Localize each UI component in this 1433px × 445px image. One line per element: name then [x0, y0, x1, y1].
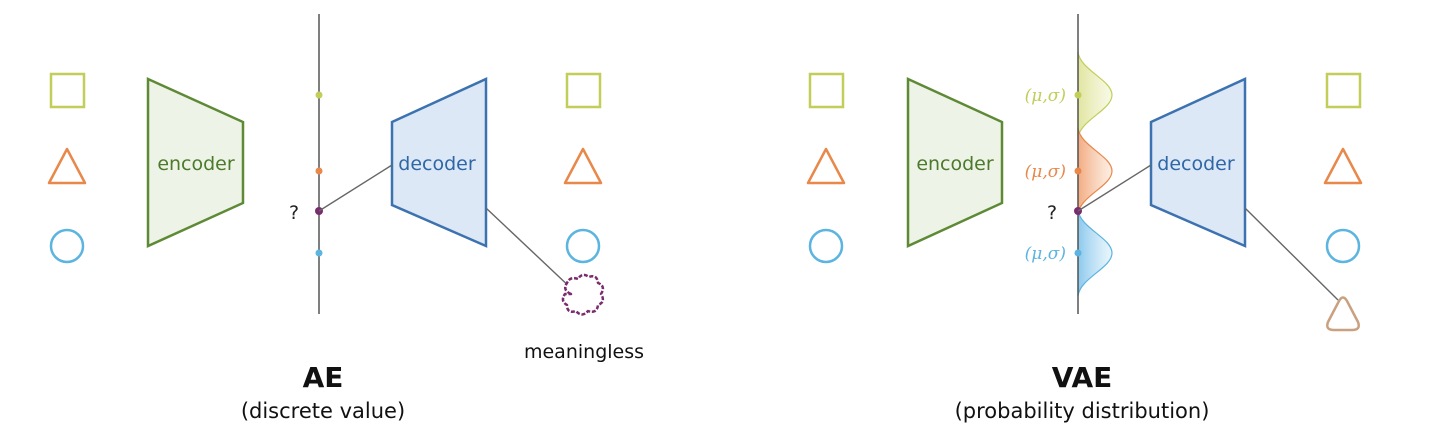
vae-input-square-icon: [808, 72, 845, 109]
ae-decoder-block: [390, 77, 488, 248]
vae-output-square-icon: [1325, 72, 1362, 109]
vae-title: VAE: [1052, 361, 1113, 394]
vae-dist-label-circle: (μ,σ): [1025, 244, 1066, 264]
vae-input-circle-icon: [808, 228, 844, 264]
vae-decoder-label: decoder: [1157, 153, 1235, 175]
vae-dist-label-triangle: (μ,σ): [1025, 162, 1066, 182]
vae-connector-to-decoder: [1077, 164, 1152, 212]
ae-latent-point-square: [315, 91, 323, 99]
ae-connector-to-decoder: [318, 164, 393, 212]
vae-latent-point-square: [1074, 91, 1082, 99]
vae-subtitle: (probability distribution): [955, 399, 1210, 423]
ae-output-triangle-icon: [563, 147, 603, 185]
vae-encoder-block: [906, 77, 1004, 248]
ae-subtitle: (discrete value): [241, 399, 405, 423]
vae-connector-to-output: [1244, 207, 1339, 301]
ae-latent-point-circle: [315, 249, 323, 257]
ae-latent-point-triangle: [315, 167, 323, 175]
ae-title: AE: [303, 361, 344, 394]
ae-input-square-icon: [49, 72, 86, 109]
ae-question-mark: ?: [289, 202, 299, 224]
vae-decoder-block: [1149, 77, 1247, 248]
vae-latent-point-triangle: [1074, 167, 1082, 175]
ae-section: encoder ? decoder meaningless AE (discre…: [47, 14, 644, 423]
vae-encoder-label: encoder: [916, 153, 994, 175]
ae-connector-to-output: [485, 207, 574, 291]
ae-output-circle-icon: [565, 228, 601, 264]
meaningless-blob-icon: [561, 273, 605, 316]
vae-question-mark: ?: [1047, 202, 1057, 224]
vae-input-triangle-icon: [806, 147, 846, 185]
meaningless-label: meaningless: [524, 341, 644, 363]
ae-output-square-icon: [565, 72, 602, 109]
ae-input-triangle-icon: [47, 147, 87, 185]
ae-decoder-label: decoder: [398, 153, 476, 175]
vae-output-triangle-icon: [1323, 147, 1363, 185]
ae-encoder-label: encoder: [157, 153, 235, 175]
vae-latent-point-circle: [1074, 249, 1082, 257]
vae-distribution-triangle: [1077, 127, 1113, 215]
ae-input-circle-icon: [49, 228, 85, 264]
ae-encoder-block: [146, 77, 245, 248]
vae-distribution-circle: [1077, 209, 1113, 297]
vae-distribution-square: [1077, 51, 1113, 139]
vae-generated-triangle-icon: [1326, 296, 1360, 332]
vae-output-circle-icon: [1325, 228, 1361, 264]
vae-dist-label-square: (μ,σ): [1025, 86, 1066, 106]
vae-section: encoder (μ,σ) (μ,σ) (μ,σ) ? decoder VAE …: [806, 14, 1363, 423]
